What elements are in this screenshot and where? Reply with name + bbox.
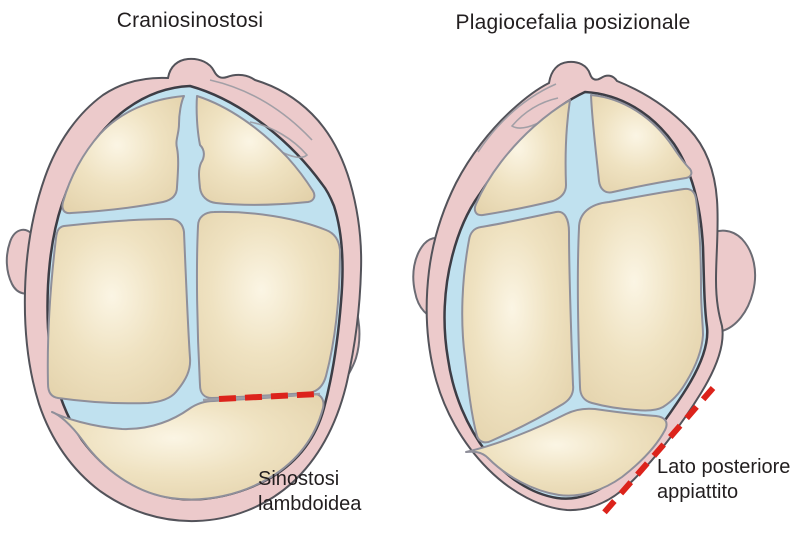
left-skull-frontal-bone-right xyxy=(195,95,316,206)
flattened-posterior-label: Lato posteriore appiattito xyxy=(657,456,791,503)
left-skull-parietal-bone-right xyxy=(195,210,341,399)
left-skull-red-dashed-line xyxy=(218,391,319,402)
right-skull-scalp-crease xyxy=(477,83,557,153)
left-skull-frontal-bone-left xyxy=(61,95,185,215)
left-skull-craniosynostosis xyxy=(5,57,363,523)
left-panel-title: Craniosinostosi xyxy=(116,9,264,32)
right-skull-frontal-bone-right xyxy=(590,94,693,194)
right-skull-positional-plagiocephaly xyxy=(412,60,757,516)
right-skull-frontal-bone-left xyxy=(473,99,571,217)
right-panel-title: Plagiocefalia posizionale xyxy=(455,11,691,34)
left-skull-occipital-bone xyxy=(51,392,325,501)
right-skull-parietal-bone-left xyxy=(461,210,575,444)
right-skull-occipital-bone xyxy=(465,407,668,497)
right-skull-parietal-bone-right xyxy=(576,187,704,412)
left-skull-scalp-crease xyxy=(209,79,313,141)
lambdoid-synostosis-label: Sinostosi lambdoidea xyxy=(258,468,362,515)
right-skull-red-dashed-line xyxy=(600,386,716,516)
left-skull-parietal-bone-left xyxy=(46,218,192,405)
